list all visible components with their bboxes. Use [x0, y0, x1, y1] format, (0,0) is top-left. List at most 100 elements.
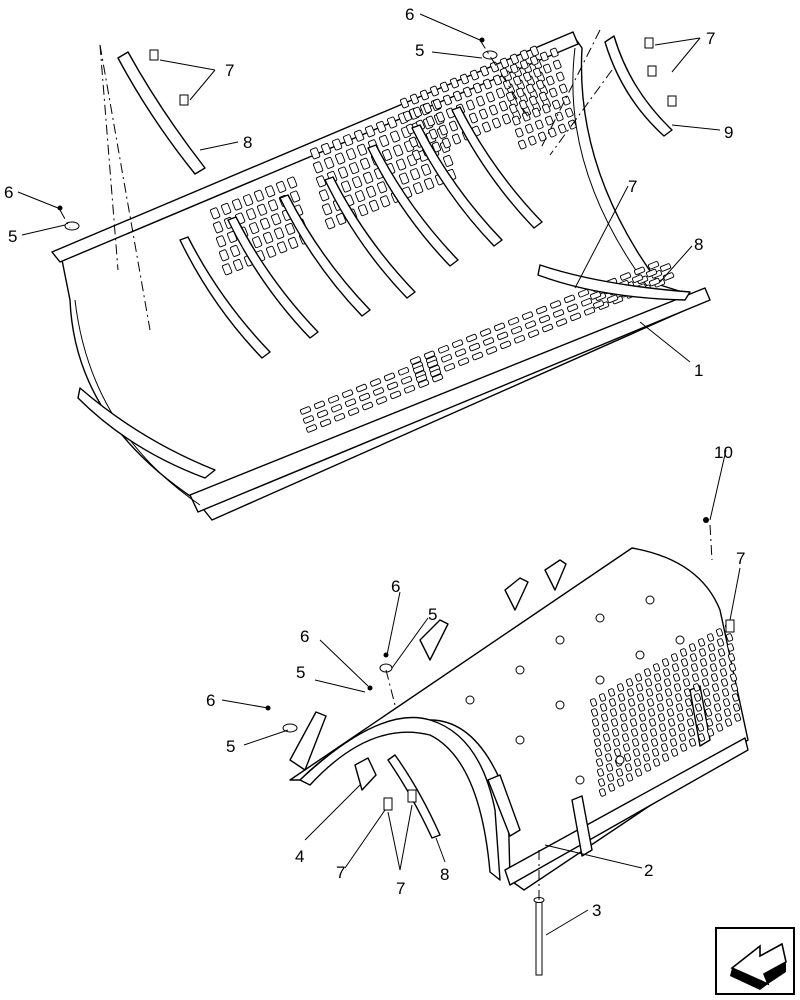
perforation-slot: [349, 162, 360, 175]
perforation-slot: [506, 91, 515, 102]
perforation-slot: [486, 346, 498, 355]
perforation-slot: [500, 57, 509, 69]
perforation-slot: [365, 125, 376, 138]
perforation-slot: [452, 339, 464, 348]
perforation-slot: [400, 97, 409, 109]
perforation-slot: [639, 723, 648, 732]
perforation-slot: [654, 683, 663, 692]
grate-inner-edge: [572, 47, 651, 291]
perforation-slot: [710, 673, 719, 682]
perforation-slot: [626, 688, 635, 697]
bolt-head-icon: [515, 665, 525, 675]
perforation-slot: [679, 743, 688, 752]
perforation-slot: [387, 381, 399, 391]
perforation-slot: [401, 376, 413, 385]
perforation-slot: [674, 693, 683, 702]
perforation-slot: [482, 121, 491, 133]
perforation-slot: [600, 713, 609, 722]
perforation-slot: [413, 365, 425, 374]
callout-5: 5: [415, 41, 424, 60]
perforation-slot: [652, 663, 661, 672]
perforation-slot: [515, 127, 524, 138]
perforation-slot: [663, 678, 672, 687]
perforation-slot: [536, 79, 545, 90]
perforation-slot: [545, 115, 554, 126]
perforation-slot: [469, 112, 478, 124]
perforation-slot: [619, 713, 628, 722]
perforation-slot: [520, 59, 529, 70]
next-page-arrow-icon[interactable]: [715, 927, 795, 995]
perforation-slot: [466, 99, 475, 111]
perforation-slot: [727, 653, 736, 662]
perforation-slot: [645, 688, 654, 697]
callout-7: 7: [396, 879, 405, 898]
perforation-slot: [252, 236, 263, 249]
perforation-slot: [590, 291, 602, 300]
perforation-slot: [592, 728, 601, 737]
perforation-slot: [460, 73, 469, 85]
perforation-slot: [432, 373, 444, 383]
stud-icon: [407, 789, 417, 803]
perforation-slot: [492, 117, 501, 129]
perforation-slot: [354, 129, 365, 142]
perforation-slot: [733, 713, 742, 722]
callout-5: 5: [226, 737, 235, 756]
perforation-slot: [681, 668, 690, 677]
perforation-slot: [410, 356, 422, 365]
callout-1: 1: [694, 361, 703, 380]
perforation-slot: [701, 678, 710, 687]
perforation-slot: [684, 698, 693, 707]
perforation-slot: [230, 244, 241, 257]
perforation-slot: [691, 673, 700, 682]
perforation-slot: [720, 678, 729, 687]
perforation-slot: [546, 75, 555, 86]
perforation-slot: [522, 311, 534, 320]
perforation-slot: [285, 222, 296, 235]
perforation-slot: [632, 748, 641, 757]
perforation-slot: [627, 698, 636, 707]
perforation-slot: [591, 718, 600, 727]
perforation-slot: [476, 95, 485, 107]
callout-labels: 7 8 6 5 6 5 7 9 7 8 1 10 7 6 5 6 5 6 5 4…: [4, 5, 745, 920]
callout-8: 8: [243, 133, 252, 152]
perforation-slot: [702, 688, 711, 697]
perforation-slot: [705, 718, 714, 727]
perforation-slot: [382, 148, 393, 161]
perforation-slot: [652, 758, 661, 767]
perforation-slot: [578, 289, 590, 298]
perforation-slot: [679, 648, 688, 657]
perforation-slot: [520, 49, 529, 61]
callout-8: 8: [694, 235, 703, 254]
perforation-slot: [723, 708, 732, 717]
perforation-slot: [649, 277, 661, 287]
perforation-slot: [399, 172, 410, 185]
perforation-slot: [686, 718, 695, 727]
perforation-slot: [609, 708, 618, 717]
perforation-slot: [523, 71, 532, 82]
perforation-slot: [321, 142, 332, 155]
callout-7: 7: [225, 61, 234, 80]
perforation-slot: [670, 653, 679, 662]
perforation-slot: [404, 385, 416, 394]
perforation-slot: [246, 208, 257, 221]
perforation-slot: [320, 418, 332, 428]
perforation-slot: [597, 778, 606, 787]
perforation-slot: [360, 157, 371, 170]
perforation-slot: [430, 368, 442, 378]
perforation-slot: [690, 663, 699, 672]
perforation-slot: [550, 47, 559, 58]
perforation-slot: [398, 367, 410, 376]
perforation-slot: [396, 158, 407, 171]
perforation-slot: [676, 713, 685, 722]
perforation-slot: [704, 708, 713, 717]
perforation-slot: [539, 91, 548, 102]
perforation-slot: [630, 728, 639, 737]
perforation-slot: [322, 203, 333, 216]
perforation-slot: [660, 263, 672, 272]
perforation-slot: [651, 748, 660, 757]
perforation-slot: [516, 87, 525, 98]
bolt-head-icon: [515, 735, 525, 745]
perforation-slot: [387, 116, 398, 129]
perforation-slot: [539, 314, 551, 324]
perforation-slot: [210, 207, 221, 220]
